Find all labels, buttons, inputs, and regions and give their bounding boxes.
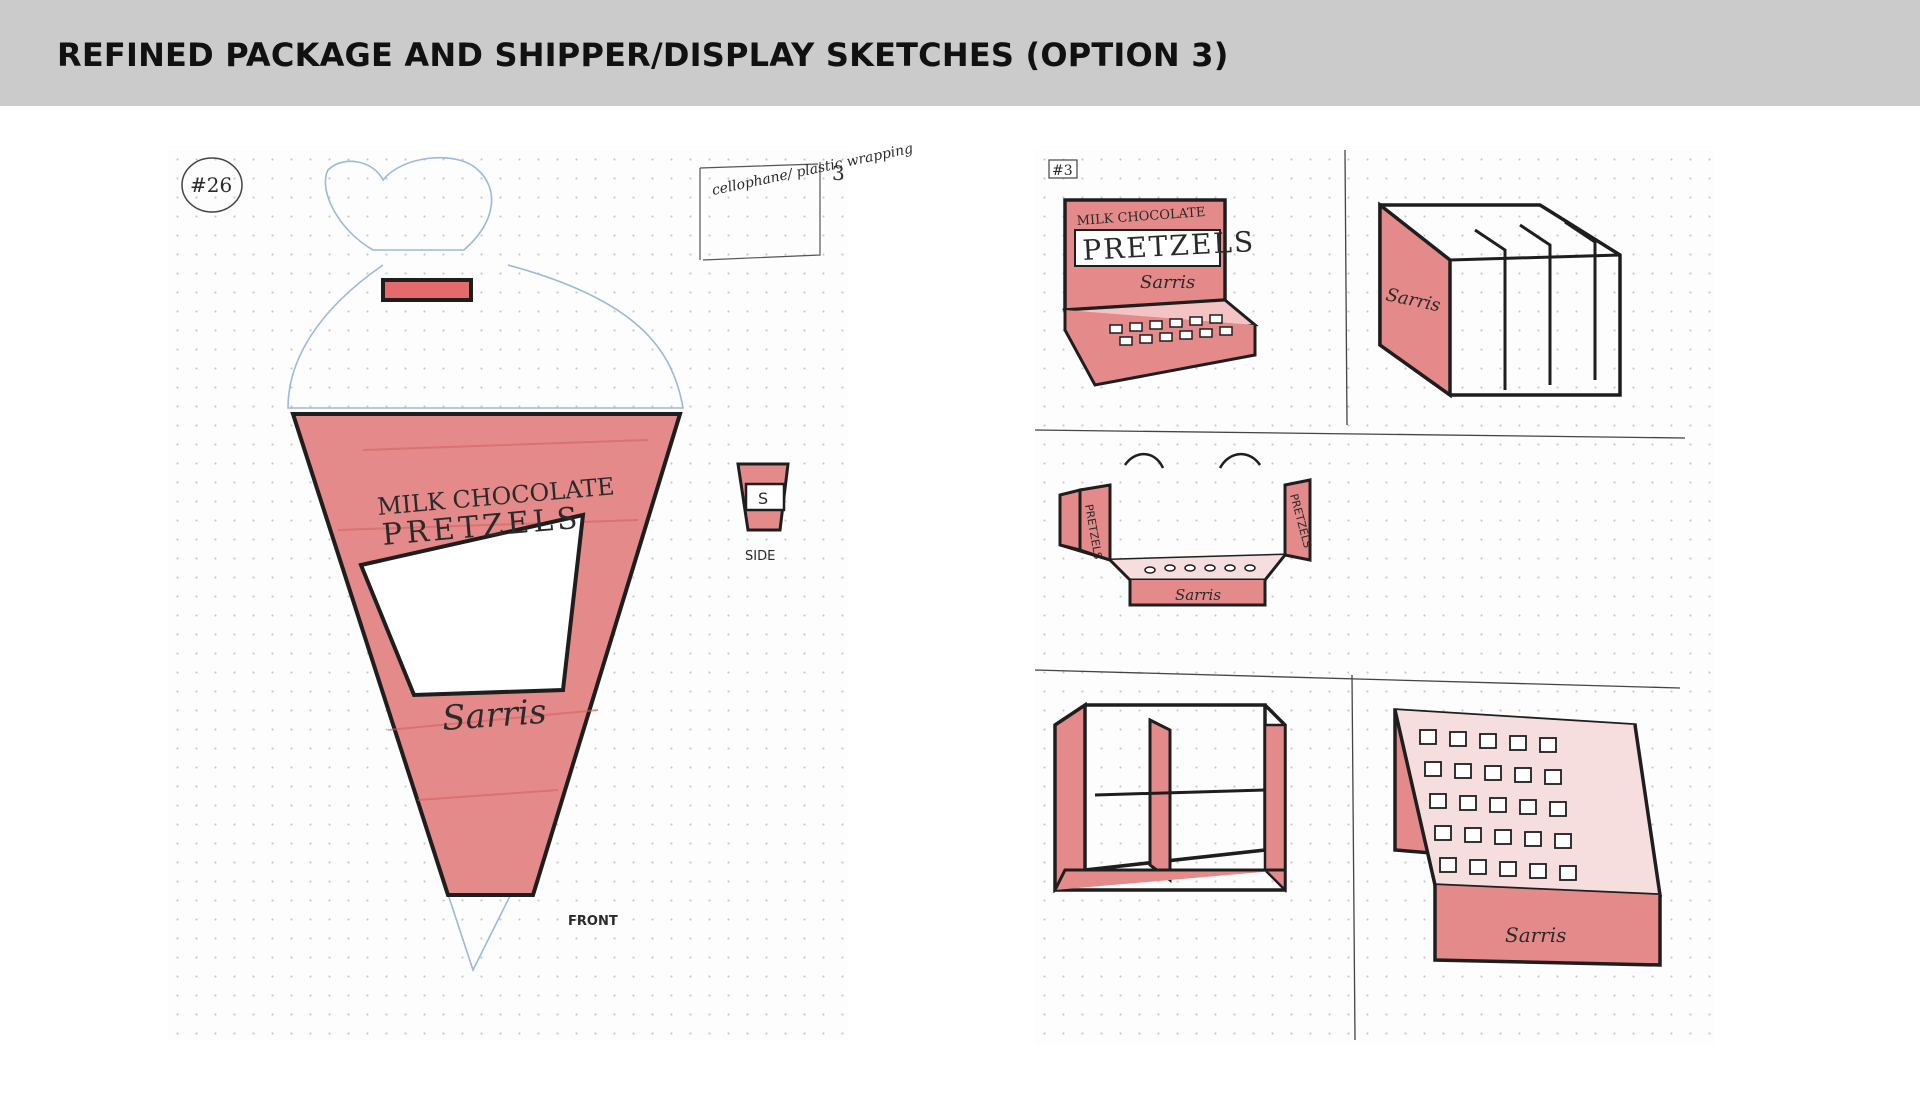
package-brand: Sarris	[441, 692, 548, 739]
package-sketch-drawing: #26 cellophane/ plastic wrapping 3 MILK …	[181, 141, 914, 973]
sketch-number-circle	[181, 157, 243, 213]
tray-compartments	[1419, 729, 1577, 881]
title-bar: REFINED PACKAGE AND SHIPPER/DISPLAY SKET…	[0, 0, 1920, 106]
page-number: 3	[832, 161, 845, 185]
display-sketch-number: #3	[1052, 163, 1073, 179]
page-title: REFINED PACKAGE AND SHIPPER/DISPLAY SKET…	[57, 36, 1229, 74]
display-sketch-page: #3 MILK CHOCOLATE PRETZELS Sarris Sarris…	[1034, 149, 1715, 1045]
sketch-number: #26	[190, 173, 232, 197]
side-label: SIDE	[745, 549, 775, 564]
wrapper-band	[381, 278, 473, 302]
flat-box-brand: Sarris	[1175, 586, 1221, 604]
display-sketch-drawing: #3 MILK CHOCOLATE PRETZELS Sarris Sarris…	[1034, 149, 1686, 1041]
box-brand: Sarris	[1140, 272, 1195, 293]
cubby-display	[1053, 701, 1087, 894]
package-sketch-page: #26 cellophane/ plastic wrapping 3 MILK …	[168, 141, 914, 1040]
side-view-letter: S	[758, 489, 768, 508]
wrapping-note: cellophane/ plastic wrapping	[711, 141, 915, 199]
tray-brand: Sarris	[1505, 923, 1566, 947]
front-label: FRONT	[568, 914, 618, 929]
product-window	[358, 512, 586, 698]
